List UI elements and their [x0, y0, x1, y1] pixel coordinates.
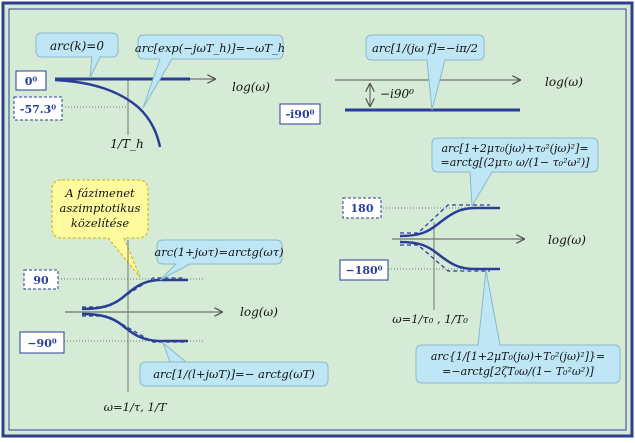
- so-asymptote-lower: [400, 244, 490, 272]
- panel-integrator: −i90⁰ arc[1/(jω f]=−iπ/2 -i90⁰ log(ω): [279, 34, 583, 125]
- box-zero: [15, 70, 47, 91]
- callout-fo-top: [156, 239, 283, 281]
- freq-label-4: ω=1/τ₀ , 1/T₀: [392, 312, 468, 326]
- callout-delay: [137, 34, 284, 109]
- note-approximation: A fázimenet aszimptotikus közelítése: [51, 179, 149, 278]
- note-line-2: aszimptotikus: [60, 201, 141, 215]
- callout-integrator: [365, 34, 485, 111]
- box-zero-text: 0⁰: [25, 75, 38, 88]
- freq-label-3: ω=1/τ, 1/T: [104, 400, 168, 414]
- callout-so-top-line2: =arctg[(2μτ₀ ω/(1− τ₀²ω²)]: [441, 156, 591, 169]
- axis-label-1: log(ω): [232, 80, 270, 94]
- box-90: [23, 269, 59, 290]
- callout-so-bottom-line2: =−arctg[2ζT₀ω/(1− T₀²ω²)]: [442, 365, 594, 378]
- box-integrator: [279, 103, 321, 125]
- box-180: [342, 197, 382, 219]
- box-90-text: 90: [33, 274, 49, 287]
- callout-delay-text: arc[exp(−jωT_h)]=−ωT_h: [135, 41, 285, 55]
- curve-upper: [81, 278, 188, 311]
- panel-constant-delay: arc(k)=0 arc[exp(−jωT_h)]=−ωT_h 0⁰ -57.3…: [13, 32, 285, 151]
- callout-fo-bottom-text: arc[1/(l+jωT)]=− arctg(ωT): [153, 367, 315, 381]
- callout-k: [35, 32, 119, 79]
- callout-fo-top-text: arc(1+jωτ)=arctg(ωτ): [154, 245, 283, 259]
- axis-label-2: log(ω): [545, 75, 583, 89]
- shift-label: −i90⁰: [380, 87, 414, 101]
- panel-second-order: arc[1+2μτ₀(jω)+τ₀²(jω)²]= =arctg[(2μτ₀ ω…: [339, 137, 621, 384]
- box-minus180-text: −180⁰: [346, 264, 383, 277]
- box-minus57-text: -57.3⁰: [20, 103, 56, 116]
- box-integrator-text: -i90⁰: [286, 108, 315, 121]
- box-180-text: 180: [351, 202, 374, 215]
- so-curve-upper: [399, 206, 500, 238]
- box-minus57: [13, 96, 63, 121]
- so-asymptote-upper: [400, 204, 490, 234]
- inner-frame: [8, 8, 627, 431]
- box-minus180: [339, 259, 389, 281]
- callout-fo-bottom: [139, 341, 329, 387]
- axis-label-4: log(ω): [548, 233, 586, 247]
- note-line-1: A fázimenet: [64, 186, 135, 200]
- box-minus90: [19, 331, 65, 354]
- axis-label-3: log(ω): [240, 305, 278, 319]
- so-curve-lower: [399, 240, 500, 271]
- delay-curve: [54, 78, 162, 148]
- callout-k-text: arc(k)=0: [50, 39, 104, 53]
- curve-lower: [81, 312, 188, 343]
- callout-so-top: [431, 137, 599, 208]
- callout-so-top-line1: arc[1+2μτ₀(jω)+τ₀²(jω)²]=: [441, 142, 588, 155]
- callout-integrator-text: arc[1/(jω f]=−iπ/2: [372, 41, 478, 55]
- callout-so-bottom-line1: arc{1/[1+2μT₀(jω)+T₀²(jω)²]}=: [431, 350, 605, 363]
- note-line-3: közelítése: [71, 216, 129, 230]
- break-label-1: 1/T_h: [110, 137, 143, 151]
- panel-first-order: A fázimenet aszimptotikus közelítése arc…: [19, 179, 329, 414]
- callout-so-bottom: [415, 269, 621, 384]
- box-minus90-text: −90⁰: [27, 337, 57, 350]
